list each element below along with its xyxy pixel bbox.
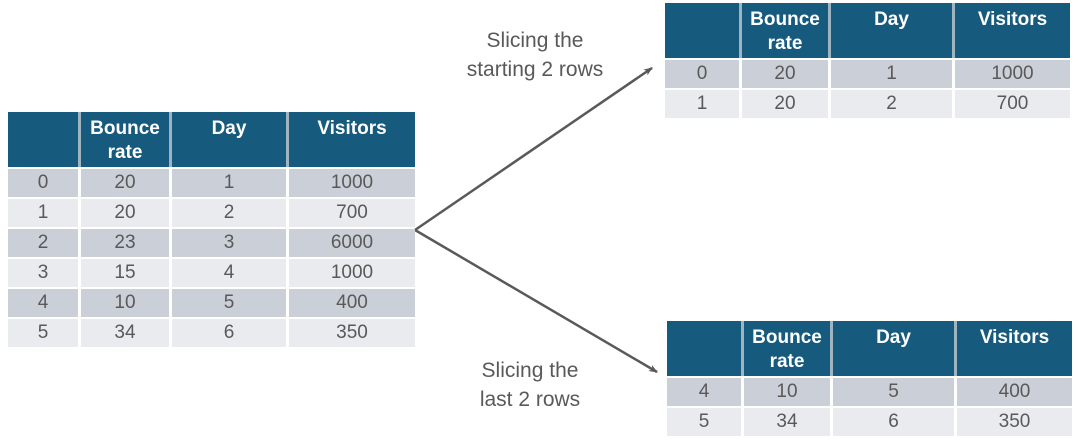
- cell-day: 3: [172, 229, 286, 257]
- cell-visitors: 400: [957, 378, 1072, 406]
- cell-day: 1: [831, 60, 952, 88]
- table-row: 4 10 5 400: [667, 378, 1072, 406]
- table-row: 0 20 1 1000: [665, 60, 1070, 88]
- head-slice-table-body: 0 20 1 1000 1 20 2 700: [665, 60, 1070, 118]
- table-row: 1 20 2 700: [665, 90, 1070, 118]
- cell-visitors: 350: [289, 319, 415, 347]
- cell-index: 0: [665, 60, 739, 88]
- header-cell-index: [667, 321, 741, 376]
- main-table-header: Bounce rate Day Visitors: [8, 112, 415, 167]
- table-row: 4 10 5 400: [8, 289, 415, 317]
- cell-day: 2: [831, 90, 952, 118]
- table-row: 0 20 1 1000: [8, 169, 415, 197]
- cell-bounce-rate: 23: [81, 229, 169, 257]
- tail-slice-table-body: 4 10 5 400 5 34 6 350: [667, 378, 1072, 436]
- cell-bounce-rate: 20: [81, 199, 169, 227]
- cell-index: 3: [8, 259, 78, 287]
- cell-visitors: 1000: [289, 169, 415, 197]
- cell-day: 5: [833, 378, 954, 406]
- label-slicing-last-rows: Slicing the last 2 rows: [479, 359, 581, 411]
- cell-bounce-rate: 34: [744, 408, 830, 436]
- header-cell-bounce-rate: Bounce rate: [81, 112, 169, 167]
- cell-index: 4: [667, 378, 741, 406]
- header-cell-index: [665, 3, 739, 58]
- cell-visitors: 1000: [289, 259, 415, 287]
- arrow-to-head-slice: [414, 66, 653, 232]
- cell-bounce-rate: 10: [81, 289, 169, 317]
- cell-visitors: 350: [957, 408, 1072, 436]
- cell-index: 0: [8, 169, 78, 197]
- cell-bounce-rate: 20: [81, 169, 169, 197]
- cell-index: 2: [8, 229, 78, 257]
- head-slice-table-header: Bounce rate Day Visitors: [665, 3, 1070, 58]
- cell-index: 1: [665, 90, 739, 118]
- table-row: 5 34 6 350: [8, 319, 415, 347]
- table-row: 3 15 4 1000: [8, 259, 415, 287]
- header-cell-bounce-rate: Bounce rate: [744, 321, 830, 376]
- arrow-to-tail-slice: [414, 228, 658, 374]
- main-table-body: 0 20 1 1000 1 20 2 700 2 23 3 6000 3 15 …: [8, 169, 415, 347]
- cell-bounce-rate: 10: [744, 378, 830, 406]
- cell-day: 6: [833, 408, 954, 436]
- header-cell-visitors: Visitors: [955, 3, 1070, 58]
- main-table: Bounce rate Day Visitors 0 20 1 1000 1 2…: [8, 112, 415, 347]
- table-row: 5 34 6 350: [667, 408, 1072, 436]
- cell-day: 6: [172, 319, 286, 347]
- cell-index: 5: [8, 319, 78, 347]
- header-cell-day: Day: [833, 321, 954, 376]
- cell-visitors: 700: [289, 199, 415, 227]
- tail-slice-table: Bounce rate Day Visitors 4 10 5 400 5 34…: [667, 321, 1072, 436]
- cell-visitors: 700: [955, 90, 1070, 118]
- header-cell-visitors: Visitors: [289, 112, 415, 167]
- head-slice-table: Bounce rate Day Visitors 0 20 1 1000 1 2…: [665, 3, 1070, 118]
- header-cell-visitors: Visitors: [957, 321, 1072, 376]
- cell-index: 4: [8, 289, 78, 317]
- cell-index: 1: [8, 199, 78, 227]
- cell-visitors: 1000: [955, 60, 1070, 88]
- header-cell-index: [8, 112, 78, 167]
- cell-visitors: 6000: [289, 229, 415, 257]
- cell-bounce-rate: 20: [742, 90, 828, 118]
- cell-index: 5: [667, 408, 741, 436]
- header-cell-day: Day: [831, 3, 952, 58]
- label-slicing-starting-rows: Slicing the starting 2 rows: [466, 29, 604, 81]
- header-cell-day: Day: [172, 112, 286, 167]
- cell-day: 5: [172, 289, 286, 317]
- table-row: 1 20 2 700: [8, 199, 415, 227]
- cell-bounce-rate: 20: [742, 60, 828, 88]
- cell-visitors: 400: [289, 289, 415, 317]
- cell-day: 1: [172, 169, 286, 197]
- cell-bounce-rate: 34: [81, 319, 169, 347]
- tail-slice-table-header: Bounce rate Day Visitors: [667, 321, 1072, 376]
- table-row: 2 23 3 6000: [8, 229, 415, 257]
- cell-day: 4: [172, 259, 286, 287]
- cell-bounce-rate: 15: [81, 259, 169, 287]
- cell-day: 2: [172, 199, 286, 227]
- header-cell-bounce-rate: Bounce rate: [742, 3, 828, 58]
